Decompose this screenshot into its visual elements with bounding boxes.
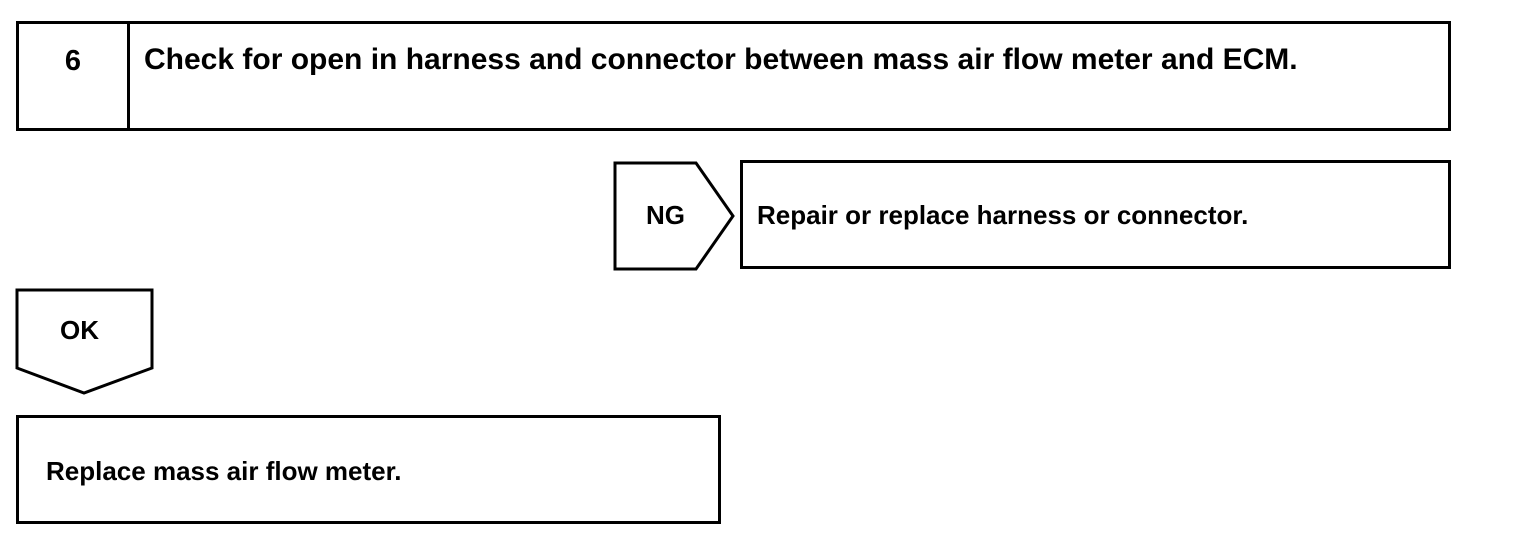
ng-arrow-tag (613, 161, 735, 271)
step-title: Check for open in harness and connector … (144, 43, 1298, 76)
ng-action-box (740, 160, 1451, 269)
ng-action-text: Repair or replace harness or connector. (757, 200, 1249, 230)
step-number: 6 (64, 45, 82, 77)
step-box (16, 21, 1451, 131)
ok-arrow-tag (15, 288, 154, 395)
step-number-divider (127, 21, 130, 131)
ok-action-text: Replace mass air flow meter. (46, 456, 402, 486)
ok-action-box (16, 415, 721, 524)
ng-label: NG (646, 200, 685, 230)
ok-label: OK (60, 315, 99, 345)
